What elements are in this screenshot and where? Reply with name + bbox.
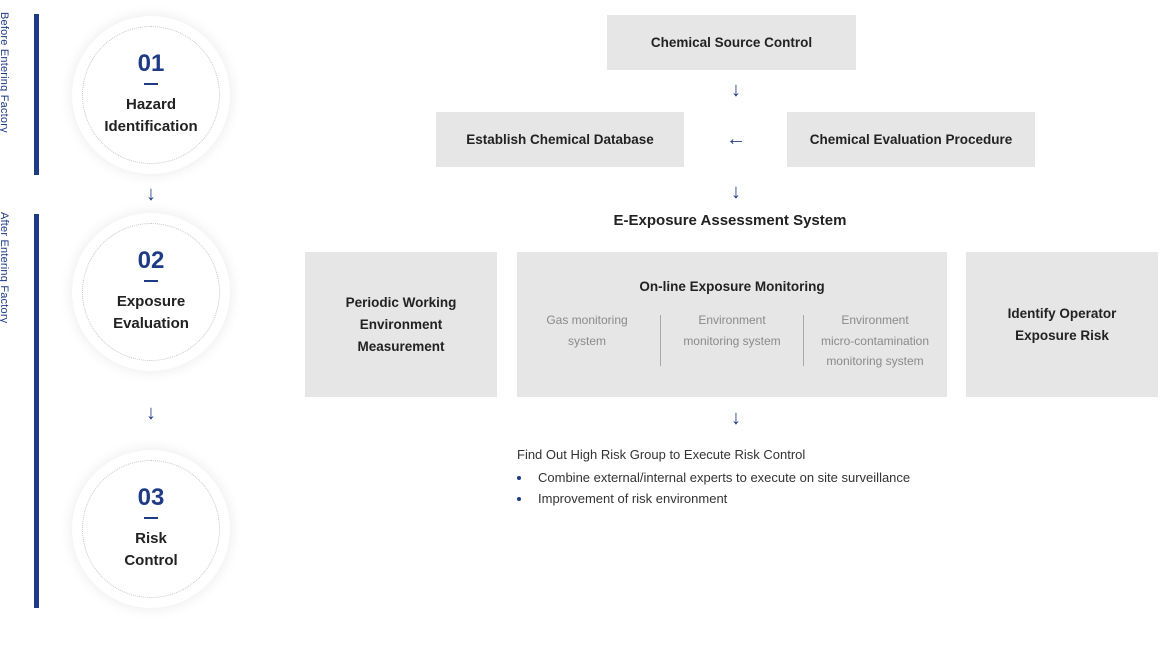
online-monitoring-title: On-line Exposure Monitoring [639,279,825,294]
phase-bar-before [34,14,39,175]
step-divider [144,517,158,519]
arrow-down-icon: ↓ [146,183,156,205]
gas-monitoring-item: Gas monitoring system [546,313,628,348]
e-exposure-assessment-title: E-Exposure Assessment System [613,212,847,229]
step-risk-control: 03 Risk Control [72,450,230,608]
monitoring-divider [660,315,661,366]
step-title: Risk Control [124,530,178,569]
monitoring-divider [803,315,804,366]
arrow-down-icon: ↓ [731,407,741,429]
phase-label-before: Before Entering Factory [0,12,10,133]
risk-control-bullet: Improvement of risk environment [517,491,727,506]
identify-operator-risk-box: Identify Operator Exposure Risk [966,252,1158,397]
phase-bar-after [34,214,39,608]
chemical-source-control-box: Chemical Source Control [607,15,856,70]
step-number: 02 [137,247,165,274]
phase-label-after: After Entering Factory [0,212,10,324]
step-divider [144,280,158,282]
arrow-left-icon: ← [726,128,746,150]
arrow-down-icon: ↓ [731,79,741,101]
step-title: Hazard Identification [104,96,198,135]
arrow-down-icon: ↓ [146,402,156,424]
step-divider [144,83,158,85]
risk-control-bullet: Combine external/internal experts to exe… [517,470,910,485]
periodic-measurement-box: Periodic Working Environment Measurement [305,252,497,397]
risk-control-title: Find Out High Risk Group to Execute Risk… [517,447,806,462]
environment-monitoring-item: Environment monitoring system [683,313,781,348]
bullet-icon [517,475,521,480]
online-exposure-monitoring-box [517,252,947,397]
chemical-evaluation-procedure-box: Chemical Evaluation Procedure [787,112,1035,167]
bullet-icon [517,496,521,501]
step-title: Exposure Evaluation [113,293,189,332]
arrow-down-icon: ↓ [731,181,741,203]
step-number: 03 [137,484,165,511]
step-hazard-identification: 01 Hazard Identification [72,16,230,174]
micro-contamination-item: Environment micro-contamination monitori… [820,313,930,368]
step-number: 01 [137,50,165,77]
step-exposure-evaluation: 02 Exposure Evaluation [72,213,230,371]
establish-chemical-database-box: Establish Chemical Database [436,112,684,167]
